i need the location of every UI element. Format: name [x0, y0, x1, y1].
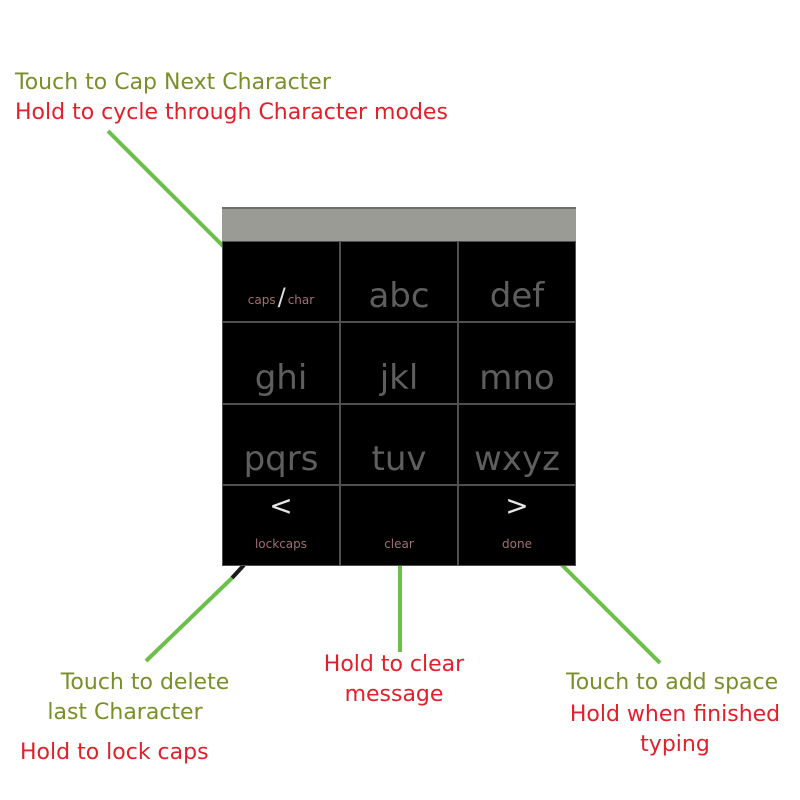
clear-key[interactable]: clear — [341, 485, 457, 565]
done-label: done — [502, 537, 532, 551]
key-label: def — [489, 276, 545, 317]
back-arrow-icon: < — [269, 488, 293, 522]
key-label: ghi — [254, 357, 308, 398]
caps-label: caps — [247, 293, 276, 308]
key-grid: caps / char abc def ghi jkl mno pqrs tuv… — [222, 241, 576, 566]
key-tuv[interactable]: tuv — [341, 404, 457, 484]
message-input-bar[interactable] — [222, 207, 576, 241]
caps-hold-annotation: Hold to cycle through Character modes — [15, 100, 448, 125]
forward-hold-annotation-line1: Hold when finished — [569, 702, 781, 727]
key-label: jkl — [379, 357, 419, 398]
key-mno[interactable]: mno — [459, 323, 575, 403]
key-label: pqrs — [243, 438, 319, 479]
forward-done-key[interactable]: > done — [459, 485, 575, 565]
clear-hold-annotation-line1: Hold to clear — [323, 652, 465, 677]
slash-divider: / — [277, 283, 286, 312]
key-pqrs[interactable]: pqrs — [223, 404, 339, 484]
key-label: wxyz — [474, 438, 560, 479]
clear-label: clear — [384, 537, 414, 551]
key-jkl[interactable]: jkl — [341, 323, 457, 403]
forward-touch-annotation: Touch to add space — [566, 670, 779, 695]
lockcaps-label: lockcaps — [254, 537, 308, 551]
keypad: caps / char abc def ghi jkl mno pqrs tuv… — [222, 207, 576, 566]
key-wxyz[interactable]: wxyz — [459, 404, 575, 484]
char-label: char — [287, 293, 315, 308]
caps-char-key[interactable]: caps / char — [223, 242, 339, 322]
back-lockcaps-key[interactable]: < lockcaps — [223, 485, 339, 565]
caps-touch-annotation: Touch to Cap Next Character — [15, 70, 331, 95]
forward-hold-annotation-line2: typing — [640, 732, 710, 757]
key-label: mno — [479, 357, 555, 398]
back-hold-annotation: Hold to lock caps — [20, 740, 209, 765]
back-touch-annotation-line2: last Character — [47, 700, 203, 725]
key-abc[interactable]: abc — [341, 242, 457, 322]
key-label: tuv — [371, 438, 427, 479]
back-leader-line — [144, 576, 234, 663]
forward-arrow-icon: > — [505, 488, 529, 522]
back-touch-annotation-line1: Touch to delete — [60, 670, 230, 695]
key-def[interactable]: def — [459, 242, 575, 322]
clear-hold-annotation-line2: message — [344, 682, 444, 707]
key-ghi[interactable]: ghi — [223, 323, 339, 403]
back-leader-line-dark — [230, 563, 246, 580]
key-label: abc — [368, 276, 430, 317]
